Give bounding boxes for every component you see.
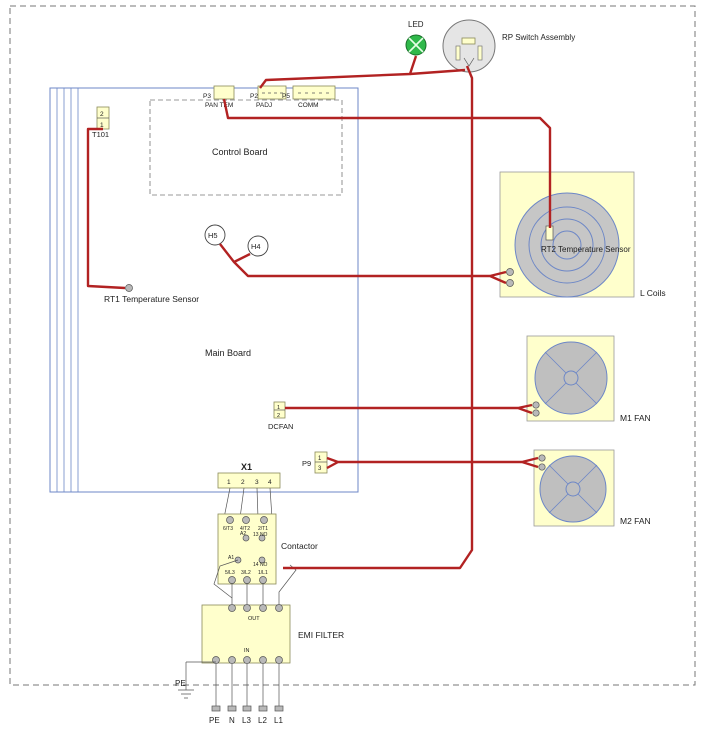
dcfan-pin2: 2 bbox=[277, 413, 280, 419]
x1-pin-4: 4 bbox=[268, 479, 272, 486]
main-board: Main Board bbox=[49, 87, 359, 493]
emi-filter-label: EMI FILTER bbox=[298, 630, 344, 640]
contactor-pin-14no: 14 NO bbox=[253, 562, 268, 568]
rt1-label: RT1 Temperature Sensor bbox=[104, 294, 199, 304]
wire-p3-rt2 bbox=[222, 98, 552, 228]
emi-filter: OUT IN EMI FILTER bbox=[201, 604, 344, 664]
wire-led-switch bbox=[409, 68, 466, 76]
dcfan-connector: 1 2 DCFAN bbox=[268, 401, 293, 431]
x1-pin-3: 3 bbox=[255, 479, 259, 486]
m2-fan: M2 FAN bbox=[533, 449, 651, 527]
connector-p2-label: PADJ bbox=[256, 102, 272, 109]
terminal-pe: PE bbox=[209, 716, 220, 725]
connector-p5-id: P5 bbox=[282, 93, 290, 100]
main-board-label: Main Board bbox=[205, 348, 251, 358]
h5-label: H5 bbox=[208, 231, 218, 240]
connector-p3-label: PAN TEM bbox=[205, 102, 233, 109]
m2-fan-label: M2 FAN bbox=[620, 516, 651, 526]
contactor-label: Contactor bbox=[281, 541, 318, 551]
mains-terminals: PE PE N L3 L2 L1 bbox=[175, 661, 283, 725]
emi-in-label: IN bbox=[244, 648, 250, 654]
wire-p2-led bbox=[259, 55, 418, 89]
rp-switch-assembly: RP Switch Assembly bbox=[442, 19, 575, 73]
connector-p5: P5 COMM bbox=[282, 85, 336, 109]
t101-label: T101 bbox=[92, 130, 109, 139]
contactor-pin-1l1: 1/L1 bbox=[258, 570, 268, 576]
connector-p5-label: COMM bbox=[298, 102, 319, 109]
dcfan-label: DCFAN bbox=[268, 422, 293, 431]
contactor: 6/T3 4/T2 2/T1 A2 13 NO A1 14 NO 5/L3 3/… bbox=[217, 513, 318, 585]
pe-ground-label: PE bbox=[175, 679, 186, 688]
rt1-sensor: RT1 Temperature Sensor bbox=[104, 284, 199, 304]
led-indicator: LED bbox=[405, 20, 427, 56]
p9-connector: 1 3 P9 bbox=[302, 451, 328, 474]
t101-pin2: 2 bbox=[100, 111, 104, 118]
h4-label: H4 bbox=[251, 242, 261, 251]
p9-label: P9 bbox=[302, 459, 311, 468]
connector-p2-id: P2 bbox=[250, 93, 258, 100]
t101-pin1: 1 bbox=[100, 122, 104, 129]
l-coils-label: L Coils bbox=[640, 288, 666, 298]
emi-out-label: OUT bbox=[248, 616, 260, 622]
control-board-label: Control Board bbox=[212, 147, 268, 157]
dcfan-pin1: 1 bbox=[277, 405, 280, 411]
terminal-n: N bbox=[229, 716, 235, 725]
wire-t101-rt1 bbox=[86, 127, 126, 290]
p9-pin1: 1 bbox=[318, 456, 322, 462]
contactor-pin-6t3: 6/T3 bbox=[223, 526, 233, 532]
contactor-pin-2t1: 2/T1 bbox=[258, 526, 268, 532]
x1-label: X1 bbox=[241, 462, 252, 472]
terminal-l2: L2 bbox=[258, 716, 267, 725]
rt2-label: RT2 Temperature Sensor bbox=[541, 245, 631, 254]
x1-pin-1: 1 bbox=[227, 479, 231, 486]
rp-switch-label: RP Switch Assembly bbox=[502, 33, 575, 42]
connector-p3-id: P3 bbox=[203, 93, 211, 100]
wire-switch-contactor bbox=[283, 65, 474, 570]
x1-terminal-block: X1 1 2 3 4 bbox=[217, 462, 281, 519]
enclosure-outline bbox=[9, 5, 696, 686]
contactor-pin-5l3: 5/L3 bbox=[225, 570, 235, 576]
wire-h5-h4-coils bbox=[219, 243, 507, 285]
connector-p2: P2 PADJ bbox=[250, 85, 287, 109]
led-label: LED bbox=[408, 20, 424, 29]
control-board: Control Board bbox=[149, 99, 343, 196]
contactor-pin-a2: A2 bbox=[240, 531, 246, 537]
t101-connector: 2 1 T101 bbox=[92, 106, 110, 139]
contactor-pin-13no: 13 NO bbox=[253, 532, 268, 538]
contactor-pin-4t2: 4/T2 bbox=[240, 526, 250, 532]
terminal-l1: L1 bbox=[274, 716, 283, 725]
wiring bbox=[86, 55, 552, 570]
h5-terminal: H5 bbox=[204, 224, 226, 246]
contactor-pin-a1: A1 bbox=[228, 555, 234, 561]
p9-pin3: 3 bbox=[318, 466, 322, 472]
l-coils: RT2 Temperature Sensor L Coils bbox=[499, 171, 666, 298]
x1-pin-2: 2 bbox=[241, 479, 245, 486]
contactor-pin-3l2: 3/L2 bbox=[241, 570, 251, 576]
wire-dcfan-m1 bbox=[285, 403, 533, 415]
h4-terminal: H4 bbox=[247, 235, 269, 257]
m1-fan: M1 FAN bbox=[526, 335, 651, 423]
wire-p9-m2 bbox=[326, 456, 539, 470]
terminal-l3: L3 bbox=[242, 716, 251, 725]
m1-fan-label: M1 FAN bbox=[620, 413, 651, 423]
